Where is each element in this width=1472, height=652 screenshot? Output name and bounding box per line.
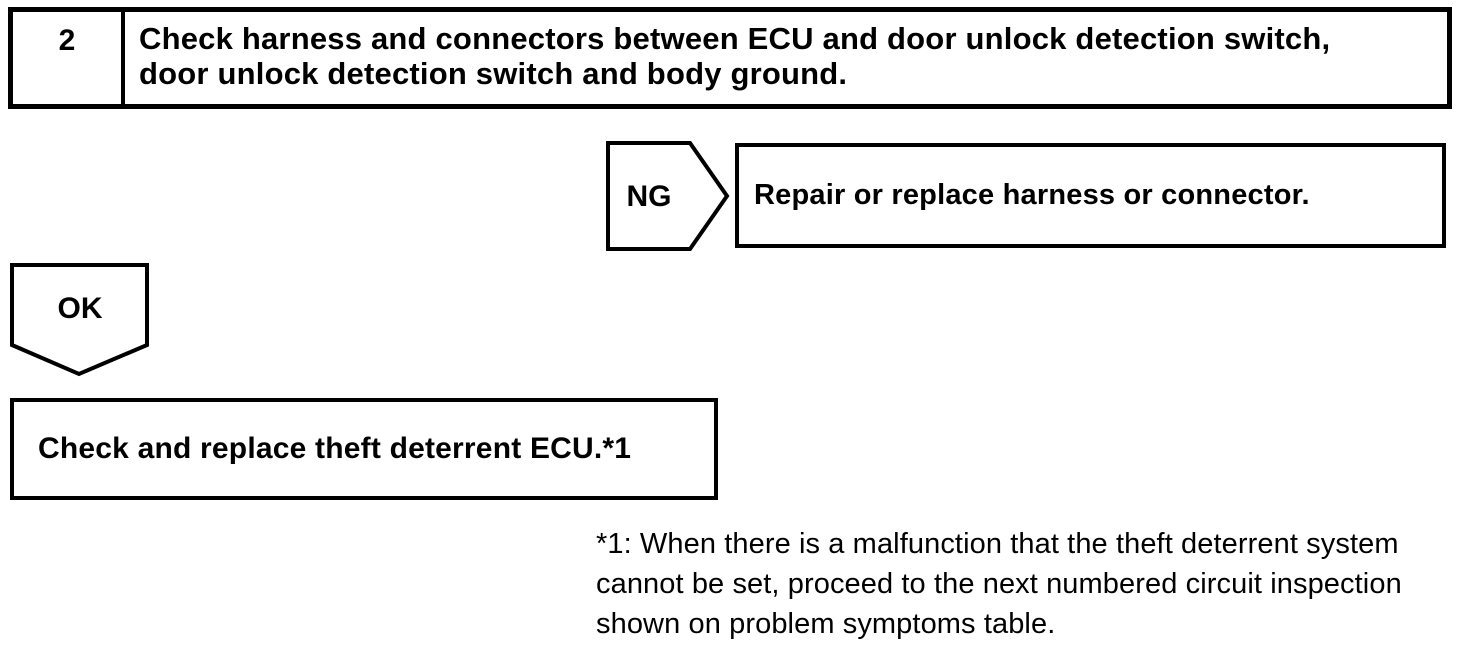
footnote: *1: When there is a malfunction that the… (596, 528, 1402, 640)
ok-pentagon-down-icon (10, 263, 149, 377)
ng-result-text: Repair or replace harness or connector. (754, 179, 1310, 211)
ok-result-box: Check and replace theft deterrent ECU.*1 (10, 398, 718, 500)
ng-pentagon-right-icon (606, 141, 730, 251)
step-instruction-text: Check harness and connectors between ECU… (139, 21, 1331, 91)
ng-label: NG (626, 180, 672, 213)
ng-result-box: Repair or replace harness or connector. (735, 143, 1446, 248)
ok-label: OK (57, 292, 103, 325)
ok-connector: OK (10, 263, 150, 377)
ok-result-text: Check and replace theft deterrent ECU.*1 (38, 432, 632, 465)
ng-connector: NG (606, 141, 730, 251)
step-instruction-box: 2 Check harness and connectors between E… (8, 7, 1452, 109)
step-number: 2 (13, 12, 125, 104)
